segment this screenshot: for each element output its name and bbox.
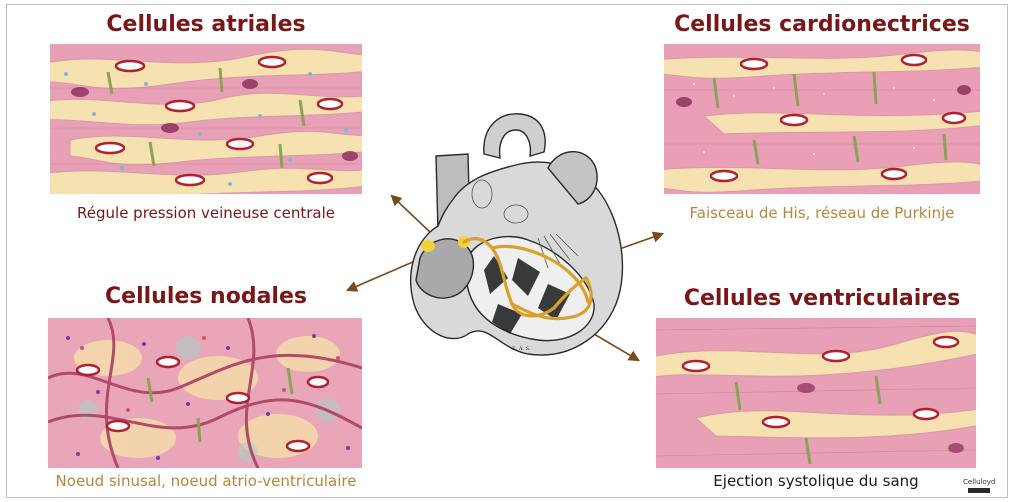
heart-illustration: E. A. S. — [398, 108, 634, 360]
heart-aorta — [484, 114, 545, 158]
logo-text: Celluloyd — [963, 478, 995, 486]
celluloyd-logo: Celluloyd — [962, 476, 998, 496]
heart-annotation: E. A. S. — [512, 346, 531, 352]
license-badge — [968, 488, 990, 493]
sinoatrial-node — [421, 240, 435, 252]
